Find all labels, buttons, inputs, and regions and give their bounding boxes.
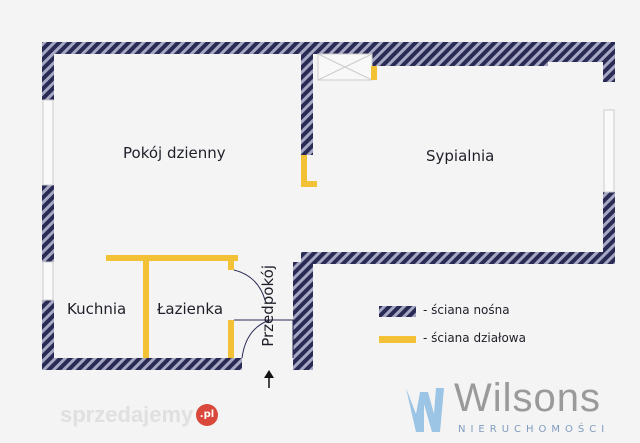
watermark-badge: .pl: [196, 404, 218, 426]
logo-name: Wilsons: [454, 376, 602, 420]
legend-load-bearing-swatch: [379, 306, 416, 317]
arrow-up-icon: [264, 370, 274, 388]
ventilation-shaft: [317, 53, 373, 81]
logo-subtitle: NIERUCHOMOŚCI: [458, 424, 610, 435]
watermark-text: sprzedajemy: [60, 402, 194, 427]
windows: [42, 99, 615, 301]
legend-partition-swatch: [379, 336, 416, 343]
room-label-hallway: Przedpokój: [259, 265, 277, 347]
wilsons-logo: Wilsons NIERUCHOMOŚCI: [402, 376, 637, 442]
legend-load-bearing-label: - ściana nośna: [423, 303, 510, 317]
legend-partition-label: - ściana działowa: [423, 331, 526, 345]
room-label-bedroom: Sypialnia: [426, 147, 495, 165]
partition-walls: [106, 66, 377, 358]
room-label-bathroom: Łazienka: [157, 300, 224, 318]
door-swings: [233, 269, 294, 359]
room-label-kitchen: Kuchnia: [67, 300, 127, 318]
load-bearing-walls: [42, 42, 615, 370]
logo-w-mark: [406, 388, 444, 432]
room-label-living: Pokój dzienny: [123, 144, 226, 162]
